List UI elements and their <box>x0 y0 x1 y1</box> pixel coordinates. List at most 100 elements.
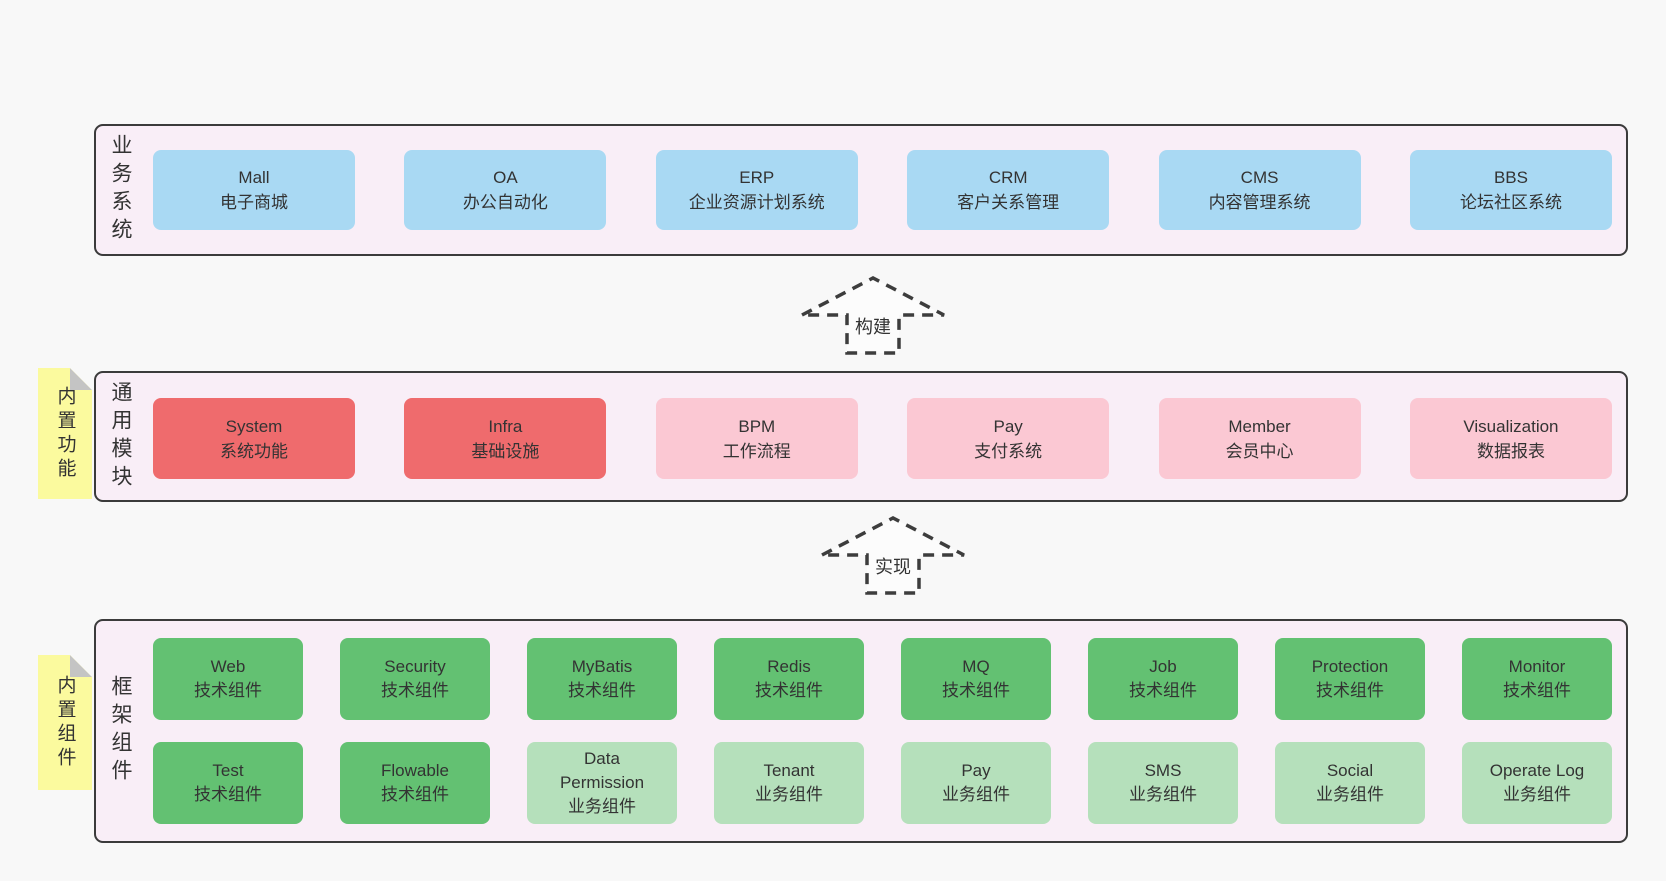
box-title: MQ <box>962 657 990 676</box>
box-tenant: Tenant 业务组件 <box>714 742 864 824</box>
box-crm: CRM 客户关系管理 <box>907 150 1110 230</box>
box-infra: Infra 基础设施 <box>404 398 607 479</box>
box-title: Flowable <box>380 761 450 780</box>
box-title: Infra <box>488 416 523 436</box>
box-subtitle: 技术组件 <box>194 681 262 700</box>
box-erp: ERP 企业资源计划系统 <box>655 150 858 230</box>
box-title: CMS <box>1240 168 1279 187</box>
section-business-systems: 业务系统 Mall 电子商城 OA 办公自动化 ERP 企业资源计划系统 CRM… <box>94 124 1628 256</box>
box-title: Test <box>212 761 244 780</box>
box-title: BPM <box>738 416 776 436</box>
framework-box-row-2: Test 技术组件 Flowable 技术组件 Data Permission … <box>153 742 1612 824</box>
box-subtitle: 技术组件 <box>194 785 262 804</box>
framework-box-row-1: Web 技术组件 Security 技术组件 MyBatis 技术组件 Redi… <box>153 638 1612 720</box>
box-subtitle: 系统功能 <box>220 441 288 461</box>
box-subtitle: 技术组件 <box>755 681 823 700</box>
box-security: Security 技术组件 <box>340 638 490 720</box>
arrow-implement: 实现 <box>820 515 966 597</box>
section-common-modules: 通用模块 System 系统功能 Infra 基础设施 BPM 工作流程 Pay… <box>94 371 1628 502</box>
box-social: Social 业务组件 <box>1275 742 1425 824</box>
business-box-row: Mall 电子商城 OA 办公自动化 ERP 企业资源计划系统 CRM 客户关系… <box>153 150 1612 230</box>
box-subtitle: 业务组件 <box>568 797 636 816</box>
box-title: OA <box>493 168 518 187</box>
box-mq: MQ 技术组件 <box>901 638 1051 720</box>
box-title: Operate Log <box>1489 761 1585 780</box>
box-title: Member <box>1228 416 1291 436</box>
box-subtitle: 技术组件 <box>942 681 1010 700</box>
box-subtitle: 技术组件 <box>568 681 636 700</box>
box-subtitle: 业务组件 <box>755 785 823 804</box>
box-subtitle: 数据报表 <box>1476 441 1545 461</box>
box-subtitle: 内容管理系统 <box>1208 193 1311 212</box>
box-bbs: BBS 论坛社区系统 <box>1409 150 1612 230</box>
sticky-note-text: 内置组件 <box>54 674 76 771</box>
box-subtitle: 业务组件 <box>1503 785 1571 804</box>
box-subtitle: 工作流程 <box>722 441 791 461</box>
box-subtitle: 技术组件 <box>1316 681 1384 700</box>
box-cms: CMS 内容管理系统 <box>1158 150 1361 230</box>
box-title: Monitor <box>1508 657 1566 676</box>
box-subtitle: 办公自动化 <box>462 193 548 212</box>
box-subtitle: 技术组件 <box>1503 681 1571 700</box>
box-subtitle: 支付系统 <box>974 441 1043 461</box>
box-oa: OA 办公自动化 <box>404 150 607 230</box>
section-label: 通用模块 <box>109 380 132 493</box>
modules-box-row: System 系统功能 Infra 基础设施 BPM 工作流程 Pay 支付系统… <box>153 398 1612 479</box>
box-monitor: Monitor 技术组件 <box>1462 638 1612 720</box>
box-member: Member 会员中心 <box>1158 398 1361 479</box>
box-subtitle: 技术组件 <box>381 681 449 700</box>
box-title: Pay <box>961 761 991 780</box>
box-title: Job <box>1149 657 1177 676</box>
box-bpm: BPM 工作流程 <box>655 398 858 479</box>
section-label: 业务系统 <box>109 134 132 246</box>
box-web: Web 技术组件 <box>153 638 303 720</box>
box-mybatis: MyBatis 技术组件 <box>527 638 677 720</box>
box-subtitle: 业务组件 <box>942 785 1010 804</box>
box-title: Social <box>1326 761 1374 780</box>
sticky-note-built-in-components: 内置组件 <box>38 655 92 790</box>
box-title: Pay <box>993 416 1023 436</box>
box-mall: Mall 电子商城 <box>153 150 355 230</box>
box-title: Web <box>210 657 246 676</box>
arrow-build: 构建 <box>800 275 946 357</box>
box-visualization: Visualization 数据报表 <box>1409 398 1612 479</box>
box-title: CRM <box>988 168 1028 187</box>
box-title: SMS <box>1144 761 1182 780</box>
box-sms: SMS 业务组件 <box>1088 742 1238 824</box>
box-data-permission: Data Permission 业务组件 <box>527 742 677 824</box>
box-subtitle: 技术组件 <box>381 785 449 804</box>
section-framework-components: 框架组件 Web 技术组件 Security 技术组件 MyBatis 技术组件… <box>94 619 1628 843</box>
box-subtitle: 业务组件 <box>1129 785 1197 804</box>
section-label: 框架组件 <box>109 675 132 787</box>
box-job: Job 技术组件 <box>1088 638 1238 720</box>
box-title: System <box>225 416 283 436</box>
arrow-label: 构建 <box>851 313 895 339</box>
box-subtitle: 客户关系管理 <box>957 193 1060 212</box>
box-subtitle: 论坛社区系统 <box>1459 193 1562 212</box>
box-subtitle: 技术组件 <box>1129 681 1197 700</box>
box-system: System 系统功能 <box>153 398 355 479</box>
arrow-label: 实现 <box>871 553 915 579</box>
box-redis: Redis 技术组件 <box>714 638 864 720</box>
box-title: BBS <box>1493 168 1528 187</box>
box-test: Test 技术组件 <box>153 742 303 824</box>
box-operate-log: Operate Log 业务组件 <box>1462 742 1612 824</box>
box-title: Visualization <box>1463 416 1559 436</box>
box-title: ERP <box>739 168 775 187</box>
box-title: Data Permission <box>559 749 645 792</box>
box-flowable: Flowable 技术组件 <box>340 742 490 824</box>
box-pay-system: Pay 支付系统 <box>907 398 1110 479</box>
box-title: MyBatis <box>571 657 633 676</box>
box-title: Tenant <box>763 761 815 780</box>
sticky-note-text: 内置功能 <box>54 385 76 482</box>
box-subtitle: 企业资源计划系统 <box>688 193 825 212</box>
box-subtitle: 业务组件 <box>1316 785 1384 804</box>
box-title: Security <box>384 657 446 676</box>
box-title: Mall <box>238 168 270 187</box>
box-subtitle: 基础设施 <box>471 441 540 461</box>
box-subtitle: 会员中心 <box>1225 441 1294 461</box>
box-title: Redis <box>767 657 811 676</box>
sticky-note-built-in-features: 内置功能 <box>38 368 92 499</box>
box-title: Protection <box>1311 657 1389 676</box>
box-subtitle: 电子商城 <box>220 193 288 212</box>
